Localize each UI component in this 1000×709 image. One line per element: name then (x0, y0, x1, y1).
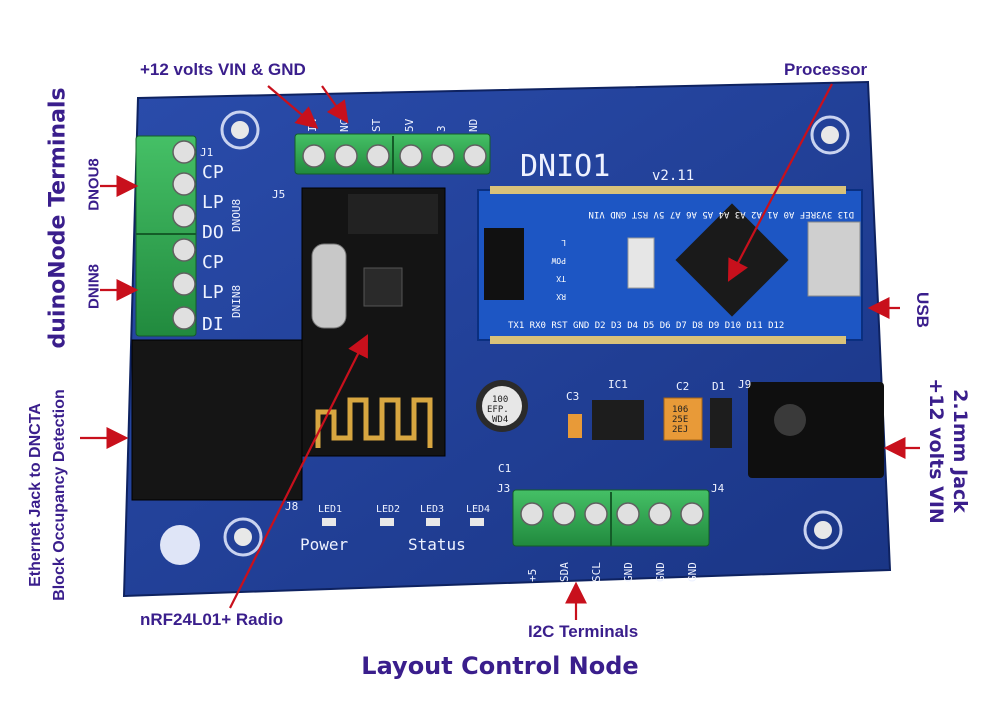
arrow-vin (267, 85, 319, 129)
callout-dnin8: DNIN8 (85, 264, 103, 310)
left-pin-5: LP (202, 282, 224, 303)
callout-ethernet-line2: Block Occupancy Detection (51, 389, 68, 601)
callout-arrows (80, 83, 920, 620)
left-pin-3: DO (202, 222, 224, 243)
tant-text-2: 25E (672, 415, 688, 425)
bottom-terminal-block (512, 489, 710, 547)
left-pin-6: DI (202, 314, 224, 335)
top-pin-4: 5V (403, 118, 416, 132)
led3-label: LED3 (420, 504, 444, 515)
radio-module (301, 187, 446, 457)
label-j1: J1 (200, 146, 213, 159)
callout-vin-gnd: +12 volts VIN & GND (140, 60, 306, 79)
label-j8: J8 (285, 500, 298, 513)
label-ic1: IC1 (608, 378, 628, 391)
top-terminal-block (294, 133, 491, 175)
label-c1: C1 (498, 462, 511, 475)
led1-label: LED1 (318, 504, 342, 515)
callout-jack-line1: 2.1mm Jack (949, 389, 971, 513)
label-c2: C2 (676, 380, 689, 393)
led2-label: LED2 (376, 504, 400, 515)
cap-text-1: 100 (492, 395, 508, 405)
label-c3: C3 (566, 390, 579, 403)
left-pin-4: CP (202, 252, 224, 273)
board-version: v2.11 (652, 168, 694, 184)
callout-usb: USB (913, 292, 932, 328)
callout-processor: Processor (784, 60, 868, 79)
leds (322, 518, 484, 526)
label-j9: J9 (738, 378, 751, 391)
nano-led-tx: TX (556, 274, 566, 283)
top-pin-6: ND (467, 119, 480, 132)
arduino-nano (477, 186, 863, 344)
left-terminal-block (135, 135, 197, 337)
bottom-pin-2: SDA (558, 562, 571, 582)
bottom-pin-5: GND (654, 562, 667, 582)
bottom-pin-1: +5 (526, 569, 539, 582)
nano-led-rx: RX (556, 292, 566, 301)
cap-text-3: WD4 (492, 415, 508, 425)
callout-radio: nRF24L01+ Radio (140, 610, 284, 629)
arrow-radio (229, 334, 368, 609)
nano-bottom-pins: TX1 RX0 RST GND D2 D3 D4 D5 D6 D7 D8 D9 … (508, 321, 784, 331)
arrow-gnd (321, 85, 349, 124)
top-pin-3: ST (370, 118, 383, 132)
left-tag-in: DNIN8 (230, 285, 243, 318)
nano-led-l: L (561, 238, 566, 247)
power-label: Power (300, 535, 349, 554)
label-j4: J4 (711, 482, 725, 495)
bottom-pin-3: SCL (590, 562, 603, 582)
callout-jack-line2: +12 volts VIN (925, 378, 947, 524)
nano-led-pow: POW (551, 256, 566, 265)
board-name: DNIO1 (520, 149, 610, 184)
label-j5: J5 (272, 188, 285, 201)
cap-text-2: EFP. (487, 405, 509, 415)
top-pin-2: NC (338, 119, 351, 132)
components (476, 380, 884, 478)
page-title: Layout Control Node (361, 652, 639, 680)
callout-ethernet-line1: Ethernet Jack to DNCTA (27, 403, 44, 587)
callout-dnou8: DNOU8 (85, 158, 103, 211)
top-pin-5: 3 (435, 125, 448, 132)
callout-i2c: I2C Terminals (528, 622, 639, 641)
bottom-pin-6: GND (686, 562, 699, 582)
left-pin-1: CP (202, 162, 224, 183)
label-d1: D1 (712, 380, 725, 393)
bottom-pin-4: GND (622, 562, 635, 582)
arrow-processor (727, 83, 833, 282)
status-label: Status (408, 535, 466, 554)
left-tag-out: DNOU8 (230, 199, 243, 232)
tant-text-1: 106 (672, 405, 688, 415)
led4-label: LED4 (466, 504, 490, 515)
tant-text-3: 2EJ (672, 425, 688, 435)
label-j3: J3 (497, 482, 510, 495)
callout-duino-terminals: duinoNode Terminals (45, 87, 71, 349)
nano-top-pins: D13 3V3REF A0 A1 A2 A3 A4 A5 A6 A7 5V RS… (588, 209, 854, 219)
left-pin-2: LP (202, 192, 224, 213)
ethernet-jack (131, 339, 303, 501)
